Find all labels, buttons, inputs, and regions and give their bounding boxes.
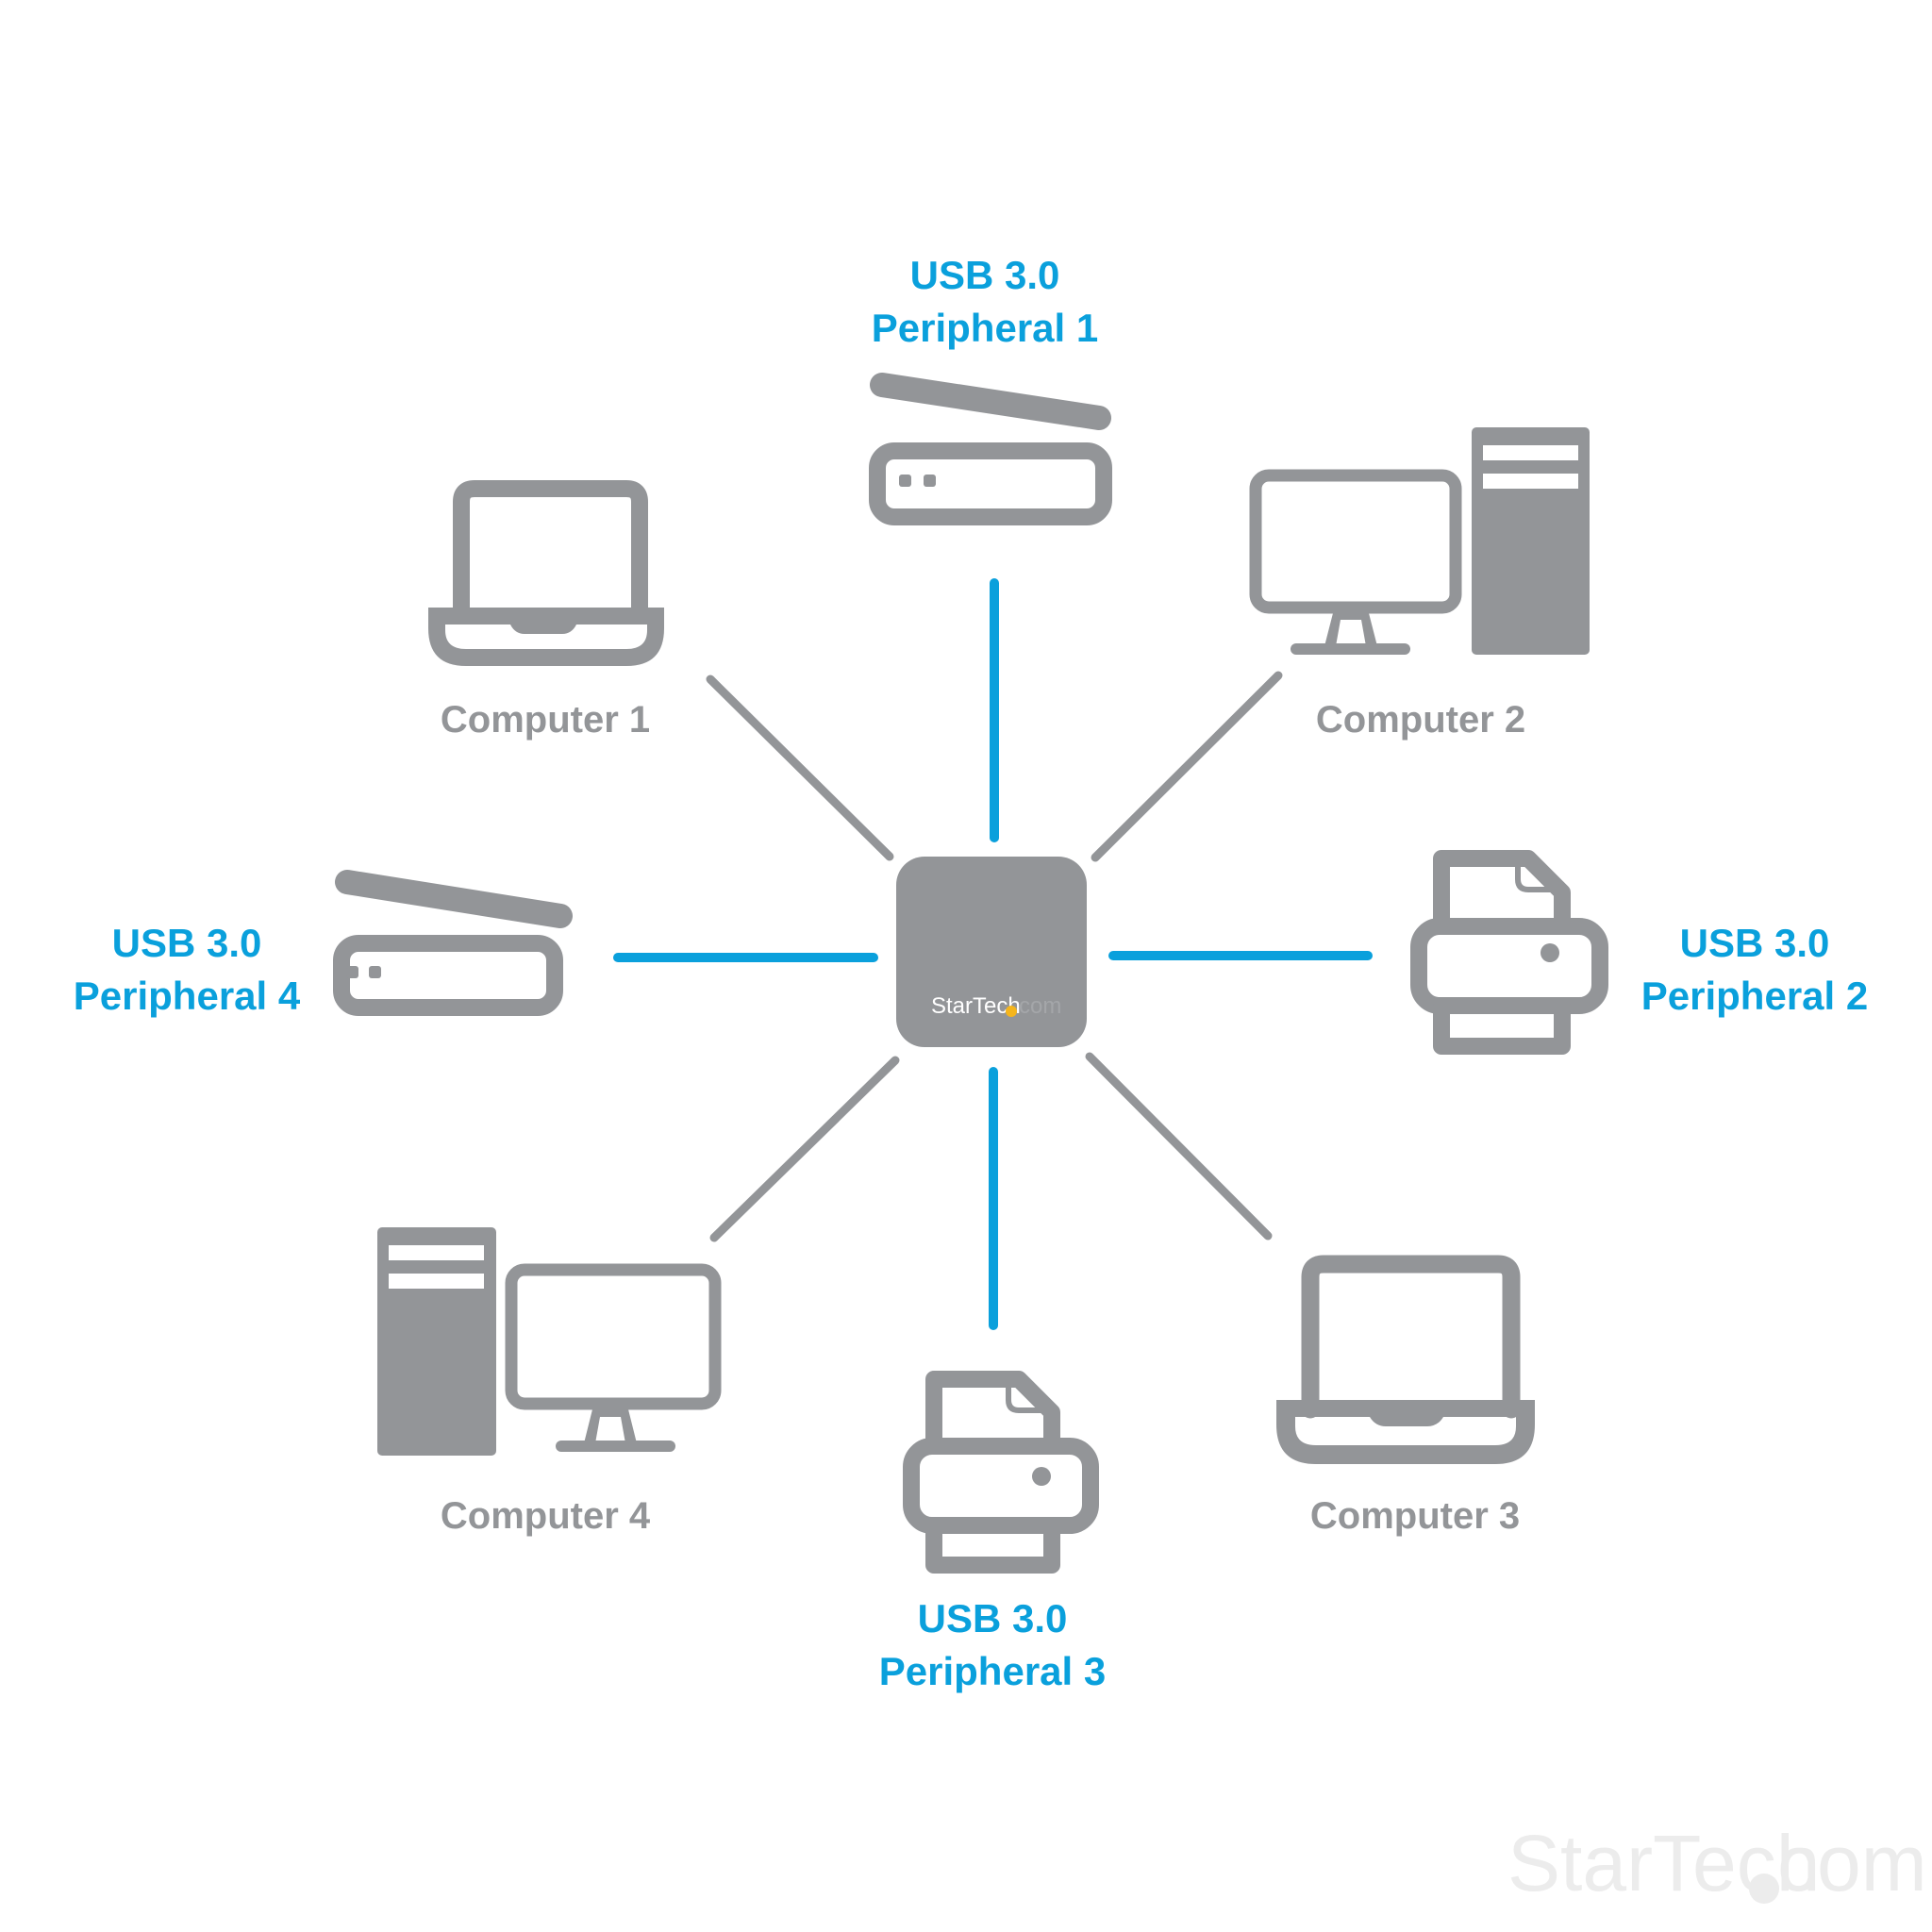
hub-logo-text: StarTech [931,993,1021,1019]
scanner-icon [333,870,573,1016]
printer-icon [903,1371,1099,1574]
computer-1: Computer 1 [428,480,664,741]
peripheral-3-label-line1: USB 3.0 [918,1596,1068,1641]
laptop-icon [1276,1255,1535,1464]
peripheral-4-label-line1: USB 3.0 [112,921,262,965]
peripheral-1-label-line2: Peripheral 1 [872,306,1098,350]
peripheral-4: USB 3.0 Peripheral 4 [74,870,573,1018]
connection-line-computer-4 [709,1056,900,1242]
computer-4: Computer 4 [377,1227,722,1537]
watermark-suffix: com [1777,1819,1927,1907]
printer-icon [1410,850,1608,1055]
peripheral-4-label-line2: Peripheral 4 [74,974,301,1018]
connections [613,578,1373,1330]
hub-logo-dot [1006,1006,1017,1017]
computer-3: Computer 3 [1276,1255,1535,1537]
peripheral-1-label-line1: USB 3.0 [910,253,1060,297]
hub: StarTech com [896,857,1087,1047]
peripheral-3: USB 3.0 Peripheral 3 [879,1371,1106,1693]
computer-2-label: Computer 2 [1316,699,1525,741]
desktop-computer-icon [1249,427,1590,655]
computer-4-label: Computer 4 [441,1495,651,1537]
scanner-icon [869,373,1112,525]
peripheral-1: USB 3.0 Peripheral 1 [869,253,1112,525]
peripheral-3-label-line2: Peripheral 3 [879,1649,1106,1693]
laptop-icon [428,480,664,666]
peripheral-2: USB 3.0 Peripheral 2 [1410,850,1868,1055]
connection-line-computer-3 [1085,1052,1273,1241]
connection-line-computer-2 [1091,671,1283,862]
peripheral-2-label-line2: Peripheral 2 [1641,974,1868,1018]
computer-2: Computer 2 [1249,427,1590,741]
watermark-dot [1749,1874,1779,1904]
startech-watermark: StarTech com [1507,1819,1927,1907]
switch-hub-icon [896,857,1087,1047]
connection-line-computer-1 [706,675,894,861]
hub-logo-suffix: com [1019,993,1061,1019]
peripheral-2-label-line1: USB 3.0 [1680,921,1830,965]
computer-3-label: Computer 3 [1310,1495,1520,1537]
desktop-computer-icon [377,1227,722,1456]
computer-1-label: Computer 1 [441,699,650,741]
